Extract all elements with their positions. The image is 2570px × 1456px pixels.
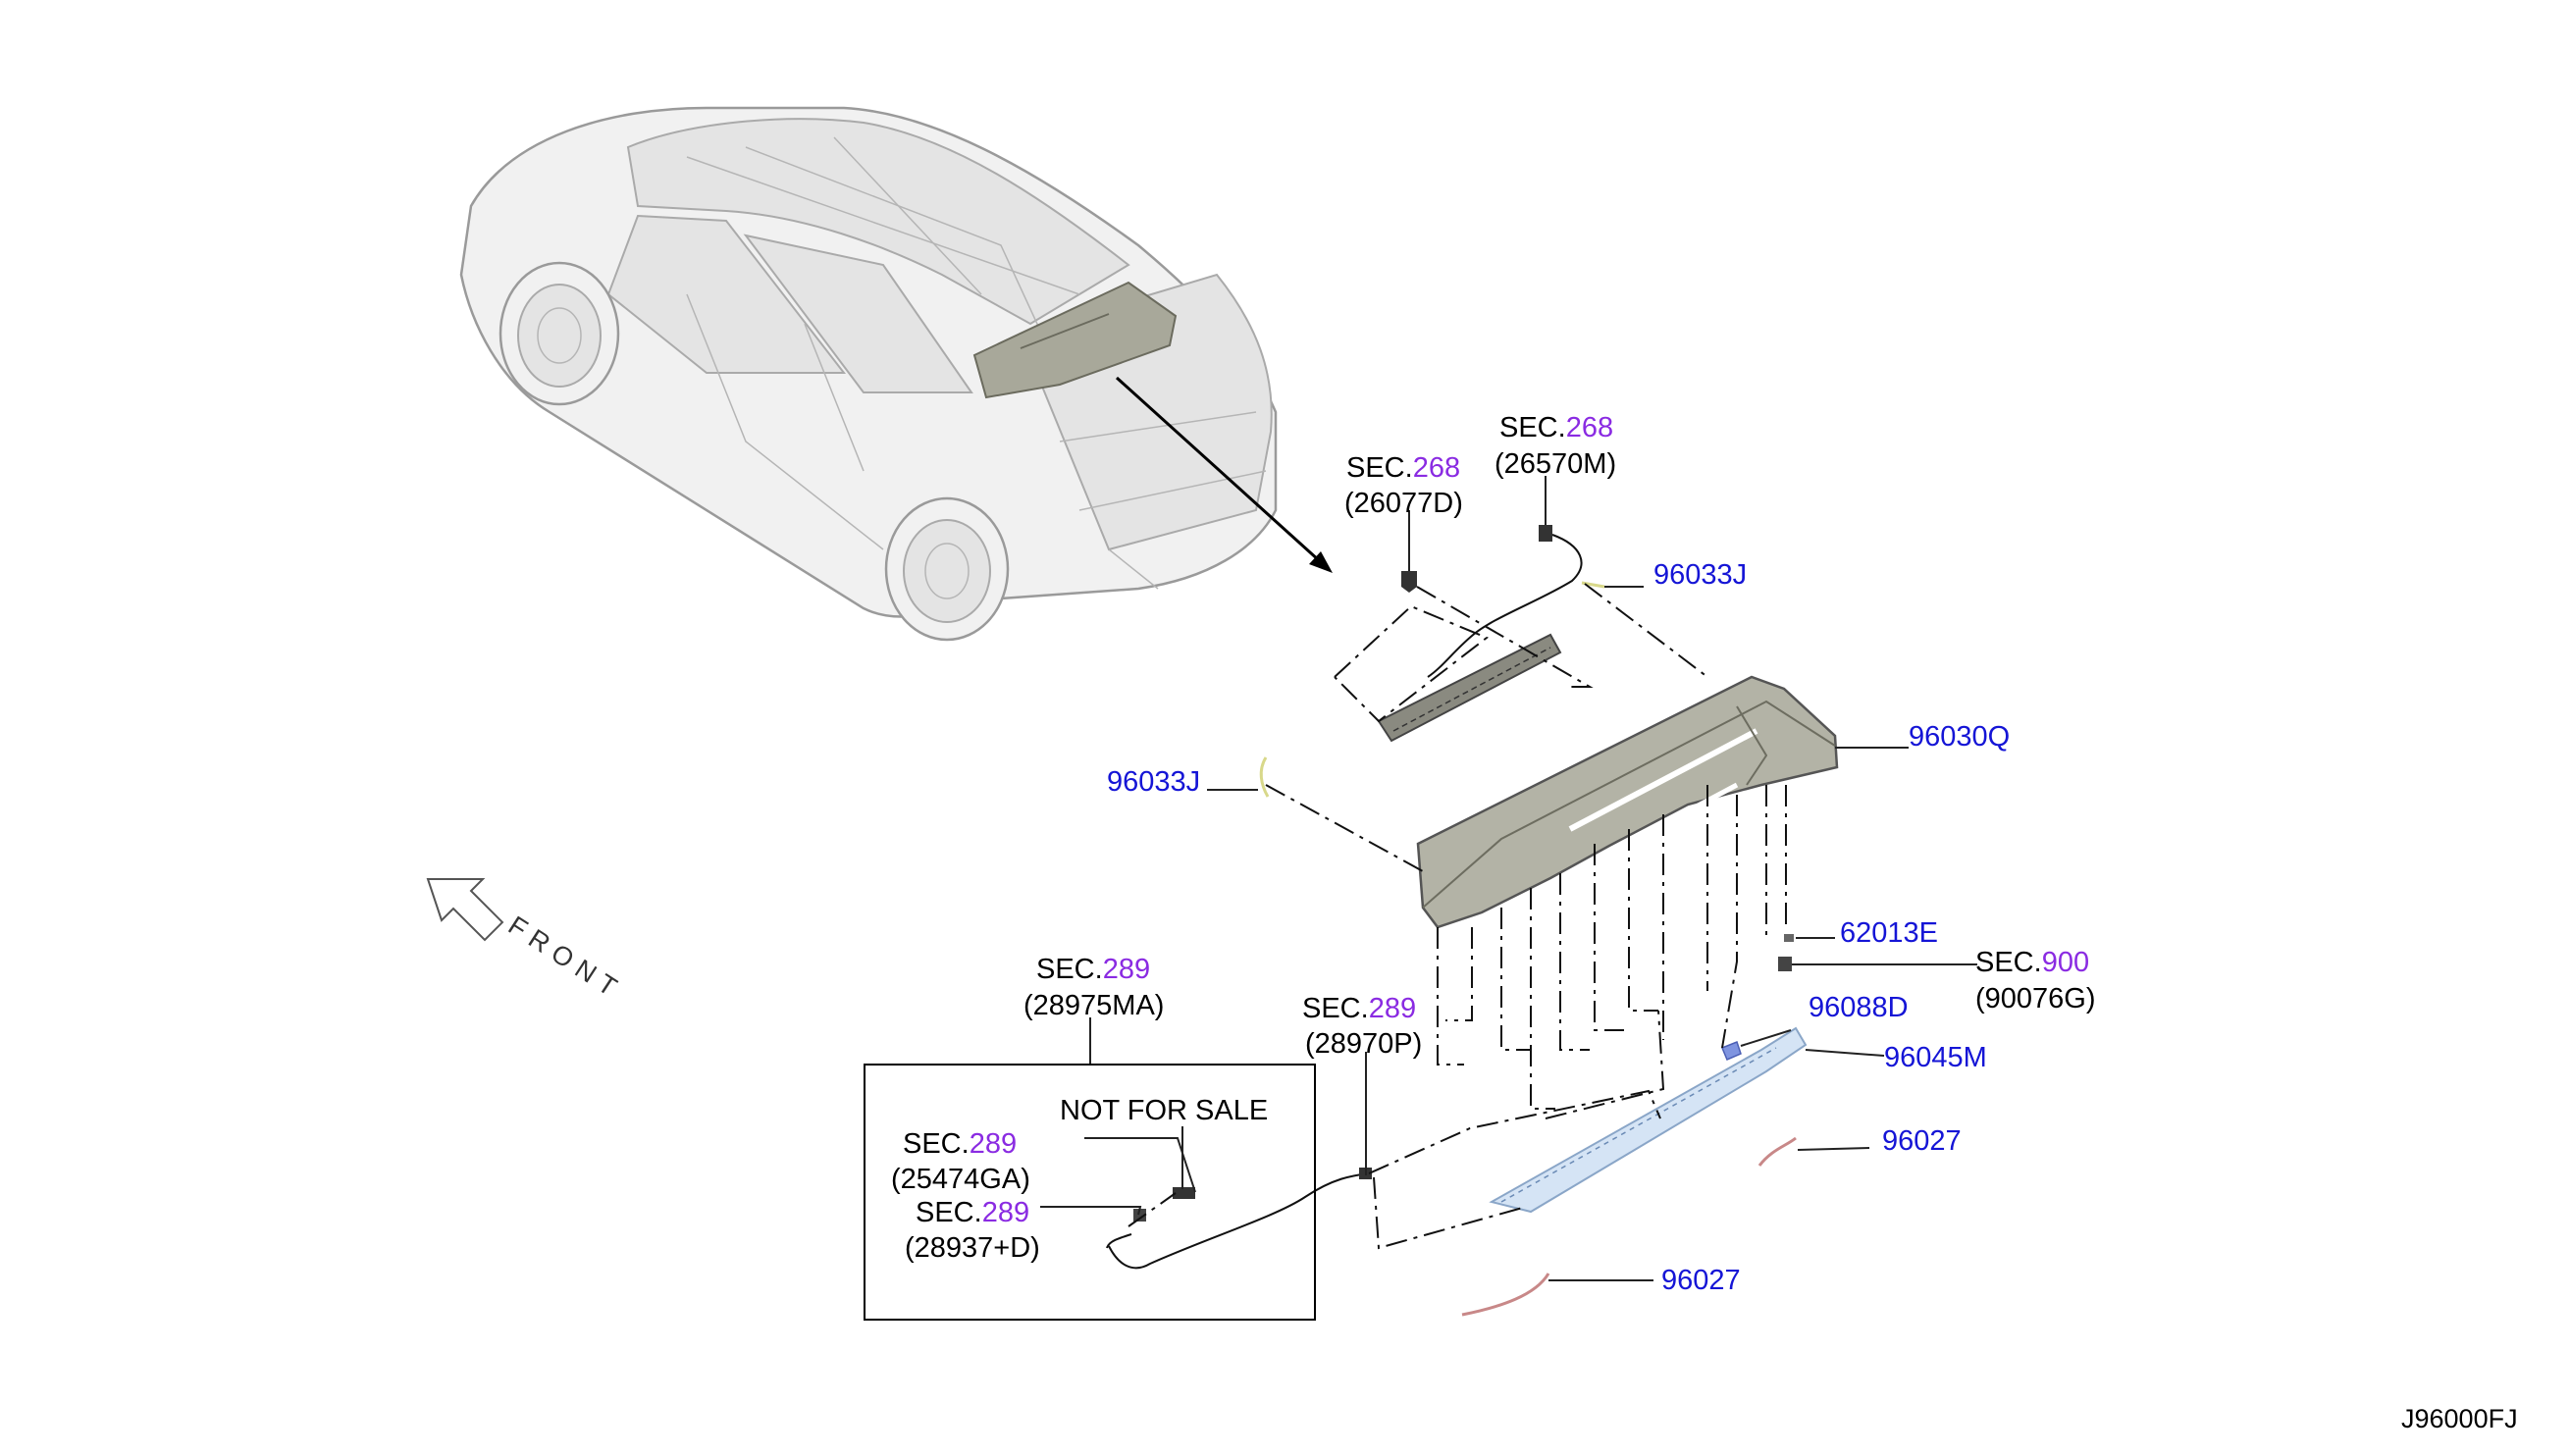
labels: SEC.268 (26570M) SEC.268 (26077D) 96033J… <box>891 412 2518 1433</box>
seal-96027-a <box>1757 1136 1797 1167</box>
sec-label-28937D: SEC.289 <box>916 1197 1029 1228</box>
sec-code-28937D: (28937+D) <box>905 1232 1040 1264</box>
vehicle-spoiler-highlight <box>972 281 1178 399</box>
parts-group <box>1106 525 1839 1317</box>
part-label-62013E: 62013E <box>1840 917 1938 949</box>
sec-code-25474GA: (25474GA) <box>891 1164 1030 1195</box>
sec-code-26570M: (26570M) <box>1495 448 1616 480</box>
arrow-head-icon <box>1309 551 1333 573</box>
assembly-lines <box>1128 583 1787 1250</box>
sec-code-28975MA: (28975MA) <box>1023 990 1164 1021</box>
sec-label-28975MA: SEC.289 <box>1036 954 1150 985</box>
diagram-id: J96000FJ <box>2401 1404 2518 1433</box>
sec-label-26570M: SEC.268 <box>1499 412 1613 443</box>
camera-25474GA <box>1173 1187 1195 1199</box>
part-label-96033J-left: 96033J <box>1107 766 1200 798</box>
harness-28937D <box>1133 1209 1146 1222</box>
seal-96033J-left <box>1259 756 1270 798</box>
clip-96088D <box>1721 1041 1742 1061</box>
sec-label-28970P: SEC.289 <box>1302 993 1416 1024</box>
part-label-96088D: 96088D <box>1809 992 1909 1023</box>
sec-label-90076G: SEC.900 <box>1975 947 2089 978</box>
leader-lines <box>1040 476 1977 1281</box>
clip-62013E <box>1784 934 1794 942</box>
sec-code-28970P: (28970P) <box>1305 1028 1422 1060</box>
not-for-sale-box <box>864 1064 1316 1321</box>
sec-label-25474GA: SEC.289 <box>903 1128 1017 1160</box>
sec-code-26077D: (26077D) <box>1344 488 1463 519</box>
part-label-96030Q: 96030Q <box>1909 721 2010 753</box>
part-label-96045M: 96045M <box>1884 1042 1987 1073</box>
not-for-sale-label: NOT FOR SALE <box>1060 1095 1268 1126</box>
front-direction-indicator: FRONT <box>426 878 629 1007</box>
part-label-96033J-top: 96033J <box>1653 559 1747 591</box>
part-label-96027-b: 96027 <box>1661 1265 1741 1296</box>
vehicle-illustration <box>459 106 1333 642</box>
connector-26077D <box>1401 571 1417 593</box>
part-label-96027-a: 96027 <box>1882 1125 1962 1157</box>
bolt-90076G <box>1778 957 1792 971</box>
sec-label-26077D: SEC.268 <box>1346 452 1460 484</box>
sec-code-90076G: (90076G) <box>1975 983 2096 1014</box>
front-arrow-icon <box>426 878 504 942</box>
seal-96027-b <box>1461 1273 1550 1317</box>
front-label: FRONT <box>503 910 629 1007</box>
connector-26570M <box>1539 525 1552 542</box>
